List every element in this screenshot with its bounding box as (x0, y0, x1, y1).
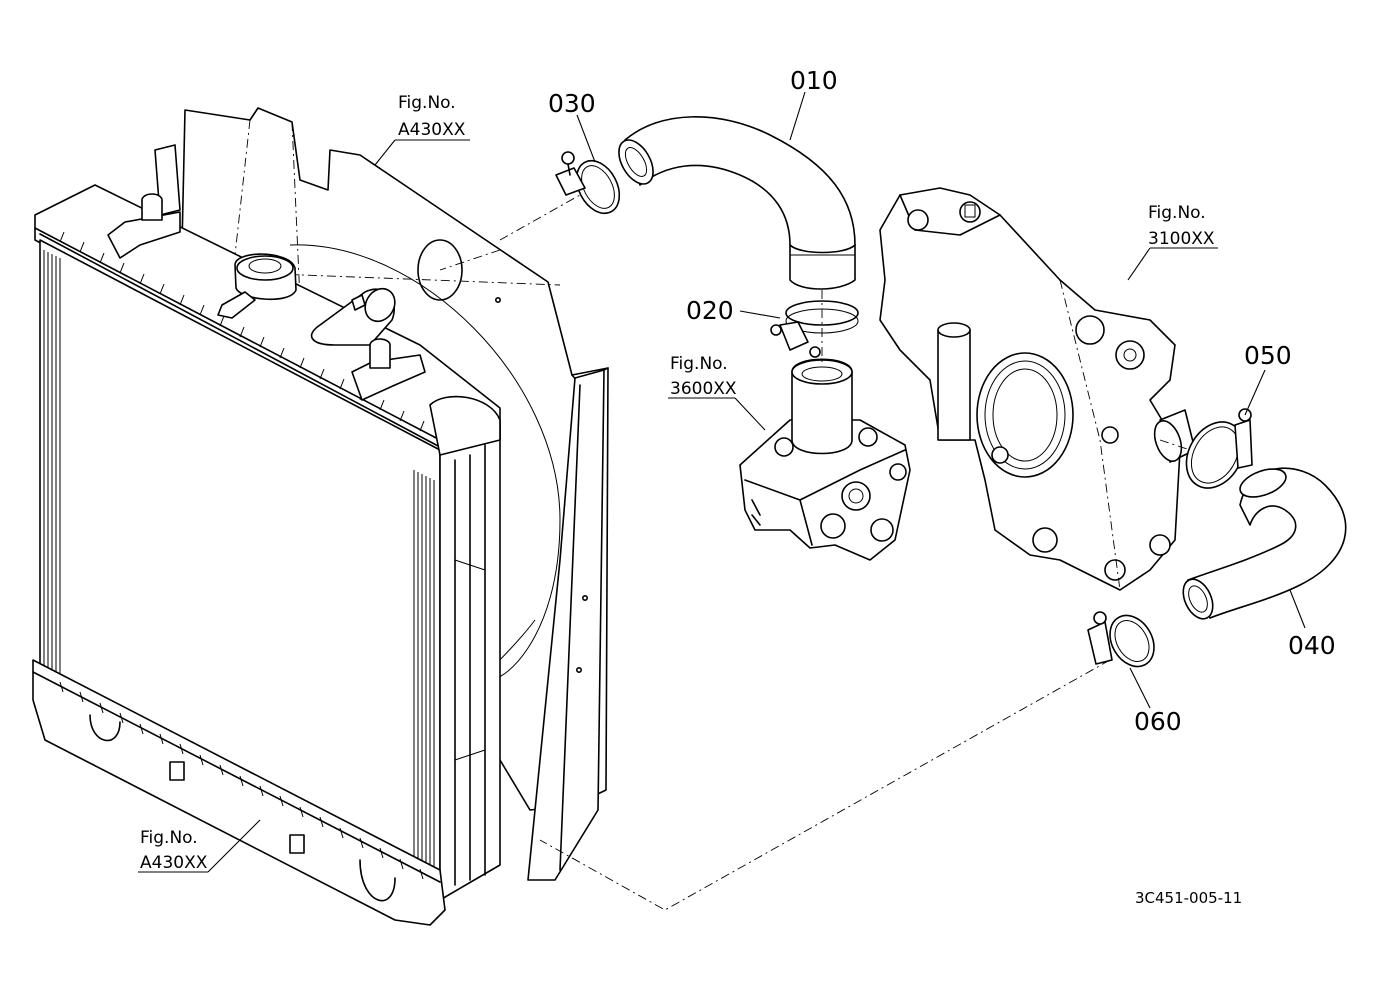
label-010: 010 (790, 66, 838, 95)
clamp-020 (770, 300, 859, 358)
fig-ref-thermostat: Fig.No. 3600XX (670, 354, 737, 399)
core-fins-right (413, 470, 435, 890)
water-pump-housing (879, 187, 1196, 591)
label-030: 030 (548, 89, 596, 118)
clamp-050 (1185, 408, 1253, 489)
top-tank-ribs (59, 231, 425, 432)
fig-ref-radiator-bottom: Fig.No. A430XX (140, 828, 208, 873)
fig-ref-label: Fig.No. (1148, 203, 1206, 223)
fig-ref-number: A430XX (398, 120, 466, 140)
core-fins-left (43, 250, 61, 698)
fig-ref-water-pump: Fig.No. 3100XX (1148, 203, 1215, 249)
label-040: 040 (1288, 631, 1336, 660)
leader-lines (138, 91, 1306, 873)
fig-ref-number: 3600XX (670, 379, 737, 399)
fig-ref-number: 3100XX (1148, 229, 1215, 249)
radiator-inlet-neck (310, 287, 396, 346)
hose-010 (618, 116, 856, 290)
drawing-code: 3C451-005-11 (1135, 889, 1242, 907)
assembly-lines (439, 194, 1191, 911)
label-050: 050 (1244, 341, 1292, 370)
thermostat-housing (739, 358, 911, 561)
bottom-tank-ribs (59, 681, 424, 880)
figure-references: Fig.No. A430XX Fig.No. 3100XX Fig.No. 36… (140, 93, 1215, 873)
fig-ref-label: Fig.No. (670, 354, 728, 374)
hose-040 (1182, 467, 1347, 620)
label-060: 060 (1134, 707, 1182, 736)
label-020: 020 (686, 296, 734, 325)
fig-ref-label: Fig.No. (398, 93, 456, 113)
fig-ref-label: Fig.No. (140, 828, 198, 848)
clamp-060 (1087, 611, 1155, 668)
radiator (32, 144, 501, 926)
part-number-labels: 030 010 020 050 040 060 (548, 66, 1336, 736)
clamp-030 (555, 151, 621, 215)
fig-ref-radiator-top: Fig.No. A430XX (398, 93, 466, 140)
radiator-cap (217, 253, 297, 319)
fig-ref-number: A430XX (140, 853, 208, 873)
